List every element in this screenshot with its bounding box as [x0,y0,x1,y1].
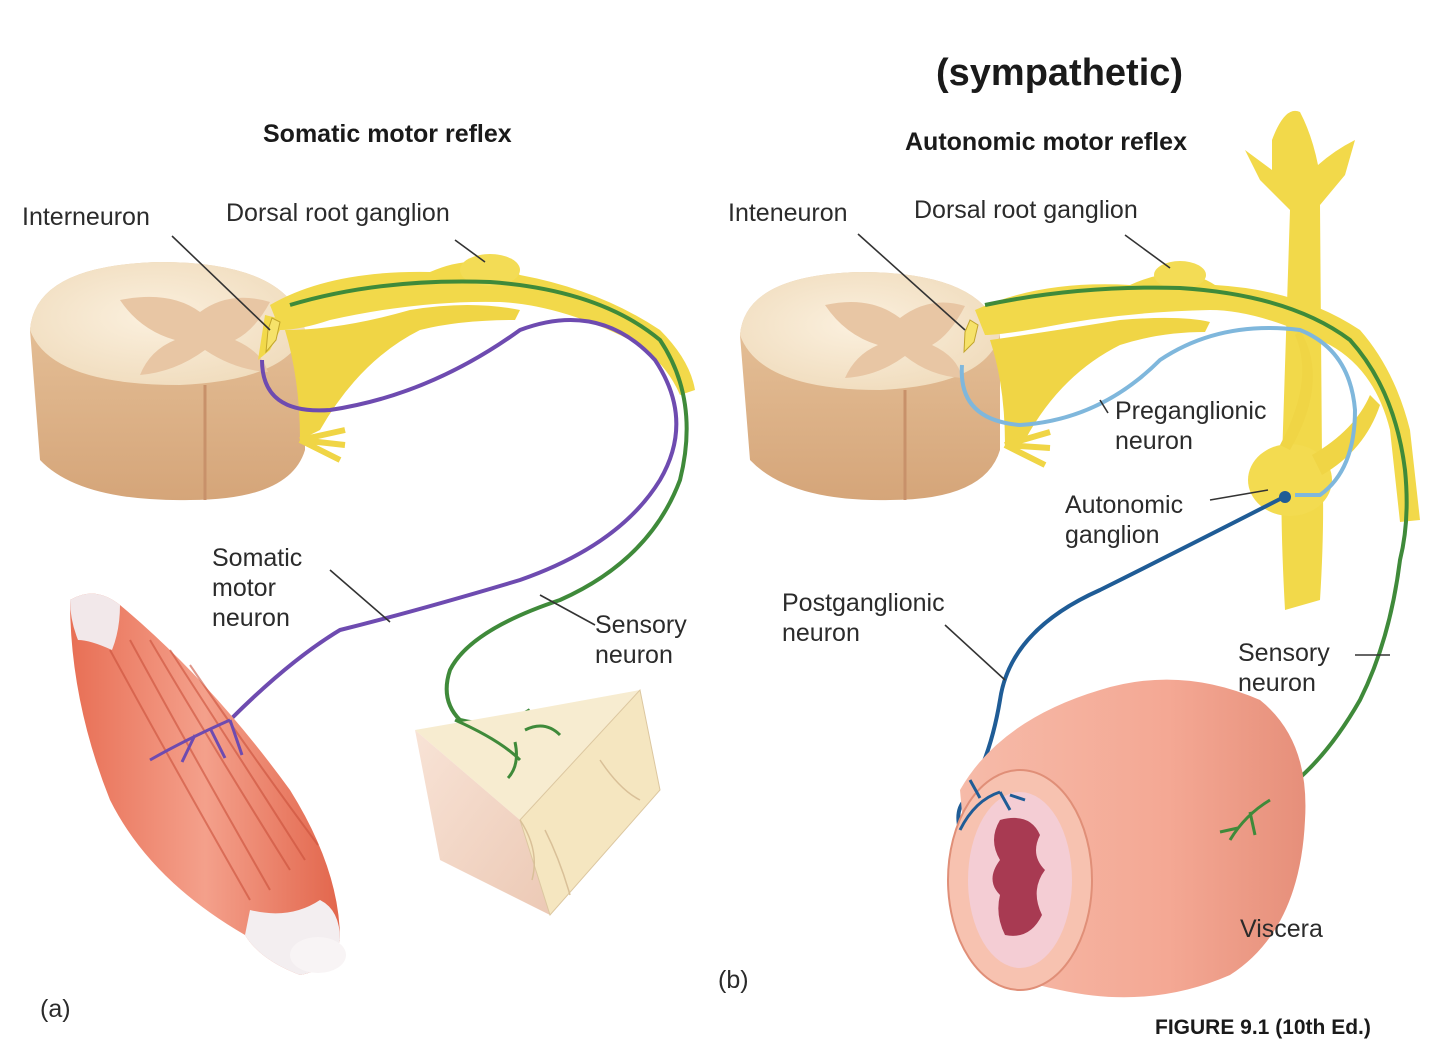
panel-a-letter: (a) [40,995,71,1023]
figure-caption: FIGURE 9.1 (10th Ed.) [1155,1016,1371,1039]
panel-b-interneuron-cell [963,319,979,354]
panel-b-letter: (b) [718,966,749,994]
panel-a-skin-block [415,688,661,916]
panel-b-postganglionic-neuron-label: Postganglionic neuron [782,589,945,647]
panel-a-skeletal-muscle [70,593,346,975]
panel-b-leader-lines [857,233,1390,681]
panel-b-interneuron-label: Inteneuron [728,199,848,227]
panel-a-interneuron-cell [265,317,281,354]
panel-a-sensory-neuron-path [289,279,689,726]
panel-a-leader-lines [171,235,596,626]
panel-a-dorsal-root-ganglion-label: Dorsal root ganglion [226,199,450,227]
panel-a-title: Somatic motor reflex [263,120,512,148]
panel-a-interneuron-label: Interneuron [22,203,150,231]
panel-b-dorsal-root-ganglion-label: Dorsal root ganglion [914,196,1138,224]
panel-a-somatic-motor-neuron-label: Somatic motor neuron [212,544,303,632]
panel-a-spinal-cord [30,262,305,501]
sympathetic-heading: (sympathetic) [936,52,1184,94]
panel-b-sensory-neuron-path [984,285,1409,842]
panel-b-autonomic-ganglion-label: Autonomic ganglion [1065,491,1184,549]
panel-b-sympathetic-trunk [1245,110,1380,610]
panel-a-sensory-neuron-label: Sensory neuron [595,611,687,669]
panel-b-viscera-organ [947,679,1306,998]
panel-b-ganglion-synapse [1279,491,1291,503]
panel-b-preganglionic-neuron-label: Preganglionic neuron [1115,397,1267,455]
panel-b-sensory-neuron-label: Sensory neuron [1238,639,1330,697]
panel-a-motor-neuron-path [228,318,679,722]
panel-b-viscera-label: Viscera [1240,915,1323,943]
panel-b-preganglionic-neuron-path [959,326,1358,497]
panel-b-title: Autonomic motor reflex [905,128,1187,156]
panel-b-spinal-cord [740,272,1000,501]
